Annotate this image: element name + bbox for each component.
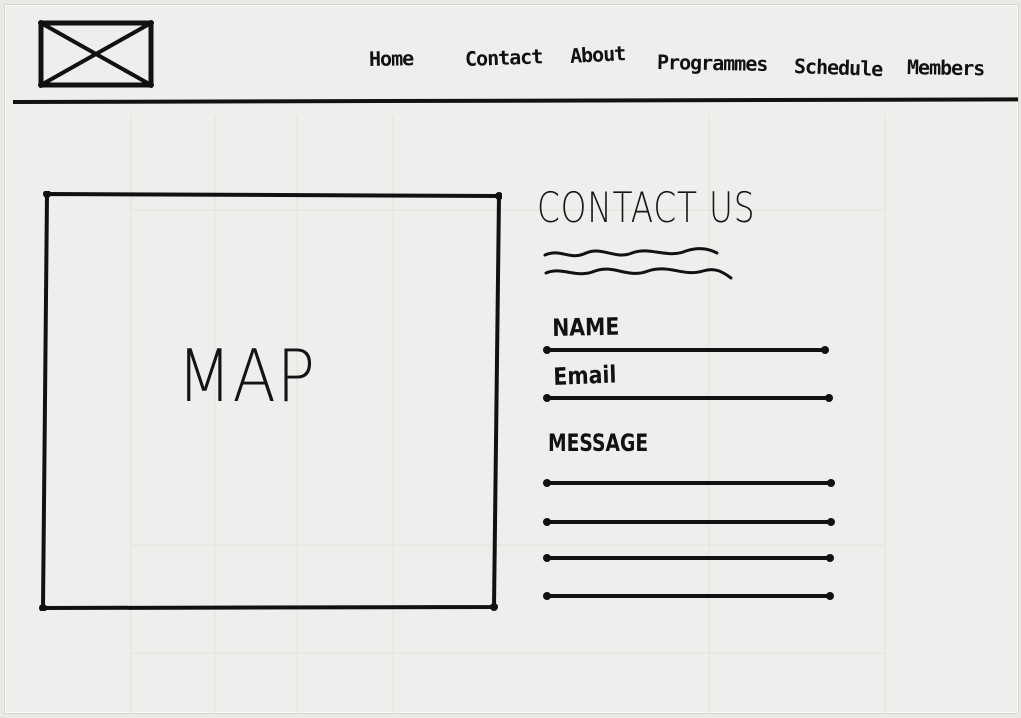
message-input-line-4[interactable] bbox=[543, 592, 834, 600]
top-navigation: Home Contact About Programmes Schedule M… bbox=[368, 41, 1009, 83]
nav-members[interactable]: Members bbox=[906, 55, 985, 81]
nav-schedule[interactable]: Schedule bbox=[793, 54, 883, 82]
name-field-label: NAME bbox=[552, 312, 620, 342]
nav-contact[interactable]: Contact bbox=[464, 44, 543, 71]
map-frame bbox=[39, 191, 502, 611]
message-input-line-2[interactable] bbox=[543, 518, 835, 526]
map-placeholder[interactable]: MAP bbox=[39, 191, 502, 611]
nav-about[interactable]: About bbox=[569, 41, 626, 68]
logo-placeholder-image[interactable] bbox=[37, 19, 155, 89]
message-field-label: MESSAGE bbox=[548, 429, 649, 457]
nav-programmes[interactable]: Programmes bbox=[656, 50, 768, 76]
email-input-line[interactable] bbox=[543, 394, 833, 402]
name-input-line[interactable] bbox=[543, 346, 829, 354]
message-input-line-3[interactable] bbox=[543, 554, 834, 562]
image-placeholder-icon bbox=[38, 20, 154, 88]
map-label: MAP bbox=[177, 334, 316, 418]
contact-us-heading: CONTACT US bbox=[537, 183, 756, 232]
email-field-label: Email bbox=[553, 360, 617, 391]
header-divider bbox=[12, 97, 1019, 104]
nav-home[interactable]: Home bbox=[368, 46, 414, 71]
squiggle-placeholder-text bbox=[541, 243, 737, 285]
message-input-line-1[interactable] bbox=[543, 479, 835, 487]
wireframe-sheet: Home Contact About Programmes Schedule M… bbox=[4, 4, 1019, 714]
